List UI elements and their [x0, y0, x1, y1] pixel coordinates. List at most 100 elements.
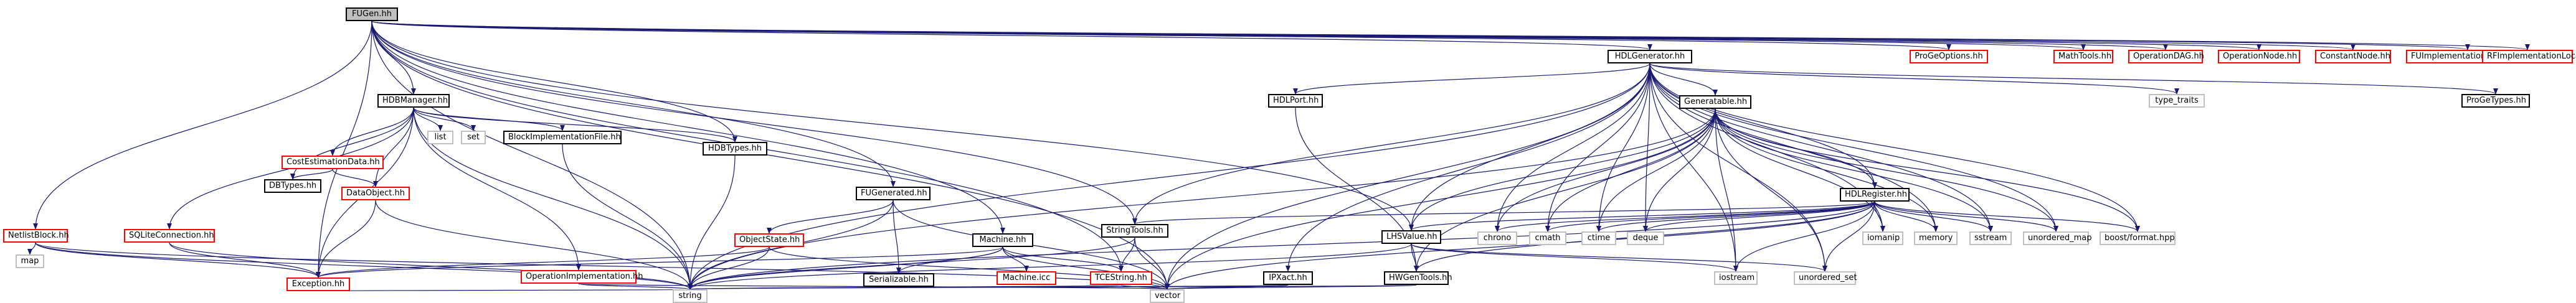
edge-generatable-to-chrono: [1495, 108, 1716, 232]
edge-stringtools-to-string: [688, 237, 1135, 290]
edge-netlistblock-to-map: [27, 242, 36, 255]
edge-hdlregister-to-chrono: [1495, 201, 1875, 232]
node-unorderedmap[interactable]: unordered_map: [2023, 231, 2092, 245]
edge-hdlgenerator-to-memory: [1649, 63, 1938, 232]
edge-machine-to-tcestring: [1002, 246, 1124, 272]
node-hdbmanager[interactable]: HDBManager.hh: [377, 94, 450, 108]
edge-hdlregister-to-memory: [1874, 201, 1938, 232]
edge-hdbmanager-to-dataobject: [373, 107, 414, 187]
edge-hdlgenerator-to-vector: [1165, 63, 1650, 290]
node-hwgentools[interactable]: HWGenTools.hh: [1384, 271, 1452, 285]
edge-generatable-to-sstream: [1715, 108, 1993, 232]
node-tcestring[interactable]: TCEString.hh: [1090, 271, 1152, 285]
node-fugen[interactable]: FUGen.hh: [346, 7, 398, 21]
edge-generatable-to-cmath: [1545, 108, 1716, 232]
edge-netlistblock-to-exception: [35, 242, 321, 278]
edge-fugenerated-to-objectstate: [767, 200, 894, 234]
node-machine[interactable]: Machine.hh: [972, 233, 1033, 247]
edge-hdlregister-to-string: [688, 201, 1875, 290]
node-serializable[interactable]: Serializable.hh: [863, 273, 934, 287]
edge-costestimationdata-to-dbtypes: [290, 169, 333, 180]
edge-fugen-to-exception: [316, 21, 372, 278]
node-generatable[interactable]: Generatable.hh: [1679, 95, 1751, 109]
node-progeoptions[interactable]: ProGeOptions.hh: [1910, 50, 1988, 63]
node-unorderedset[interactable]: unordered_set: [1794, 271, 1857, 285]
edge-fugen-to-string: [371, 21, 693, 290]
edge-hdlregister-to-lhsvalue: [1409, 201, 1875, 231]
edge-hdlregister-to-stringtools: [1132, 201, 1875, 225]
edge-fugen-to-fugenerated: [371, 21, 896, 187]
node-operationnode[interactable]: OperationNode.hh: [2218, 50, 2300, 63]
node-sqliteconnection[interactable]: SQLiteConnection.hh: [124, 229, 215, 243]
edge-lhsvalue-to-iostream: [1411, 243, 1738, 272]
node-stringtools[interactable]: StringTools.hh: [1101, 224, 1168, 238]
node-map[interactable]: map: [16, 254, 44, 268]
node-set[interactable]: set: [461, 131, 486, 144]
edge-generatable-to-unorderedmap: [1715, 108, 2058, 232]
edge-generatable-to-ctime: [1596, 108, 1716, 232]
edge-dataobject-to-string: [375, 200, 693, 290]
edge-hdlgenerator-to-hdlregister: [1649, 63, 1877, 189]
node-dataobject[interactable]: DataObject.hh: [341, 187, 410, 200]
edge-hdlregister-to-iomanip: [1874, 201, 1885, 232]
node-chrono[interactable]: chrono: [1477, 231, 1517, 245]
node-blockimplfile[interactable]: BlockImplementationFile.hh: [503, 131, 622, 144]
node-ipxact[interactable]: IPXact.hh: [1263, 271, 1313, 285]
node-operationdag[interactable]: OperationDAG.hh: [2128, 50, 2204, 63]
edge-fugen-to-hdbmanager: [371, 21, 416, 95]
node-objectstate[interactable]: ObjectState.hh: [734, 233, 804, 247]
node-memory[interactable]: memory: [1914, 231, 1958, 245]
edge-fugen-to-netlistblock: [33, 21, 372, 230]
node-hdlregister[interactable]: HDLRegister.hh: [1840, 188, 1910, 202]
node-ctime[interactable]: ctime: [1581, 231, 1616, 245]
edge-fugen-to-stringtools: [371, 21, 1137, 225]
edge-fugen-to-progeoptions: [371, 21, 1951, 50]
edge-ipxact-to-vector: [1165, 283, 1289, 290]
node-lhsvalue[interactable]: LHSValue.hh: [1381, 230, 1441, 244]
node-boostformat[interactable]: boost/format.hpp: [2100, 231, 2176, 245]
node-machineicc[interactable]: Machine.icc: [997, 271, 1056, 285]
edge-fugen-to-vector: [371, 21, 1170, 290]
node-iomanip[interactable]: iomanip: [1862, 231, 1903, 245]
node-mathtools[interactable]: MathTools.hh: [2053, 50, 2113, 63]
node-hdlgenerator[interactable]: HDLGenerator.hh: [1608, 50, 1692, 63]
edge-generatable-to-iomanip: [1715, 108, 1885, 232]
node-costestimationdata[interactable]: CostEstimationData.hh: [282, 156, 384, 169]
edge-costestimationdata-to-dataobject: [332, 169, 378, 187]
node-dbtypes[interactable]: DBTypes.hh: [264, 179, 321, 193]
edge-generatable-to-iostream: [1715, 108, 1738, 272]
edge-generatable-to-unorderedset: [1715, 108, 1827, 272]
edge-hdbmanager-to-hdbtypes: [413, 107, 737, 142]
edge-hdlgenerator-to-string: [688, 63, 1650, 290]
edge-generatable-to-string: [688, 108, 1716, 290]
node-iostream[interactable]: iostream: [1714, 271, 1758, 285]
edge-lhsvalue-to-hwgentools: [1411, 243, 1419, 272]
node-cmath[interactable]: cmath: [1529, 231, 1566, 245]
edge-hdlregister-to-vector: [1165, 201, 1875, 290]
node-exception[interactable]: Exception.hh: [286, 277, 350, 291]
node-sstream[interactable]: sstream: [1969, 231, 2012, 245]
edge-machine-to-vector: [1002, 246, 1170, 290]
edge-fugen-to-hdbtypes: [371, 21, 737, 142]
node-hdlport[interactable]: HDLPort.hh: [1268, 94, 1323, 108]
node-typetraits[interactable]: type_traits: [2149, 94, 2205, 108]
edge-hdbmanager-to-blockimplfile: [413, 107, 565, 131]
node-progetypes[interactable]: ProGeTypes.hh: [2461, 94, 2530, 108]
edge-hdbmanager-to-list: [413, 107, 443, 131]
edge-hdbmanager-to-operationimpl: [413, 107, 581, 271]
node-rfimpllocation[interactable]: RFImplementationLocation.hh: [2482, 50, 2576, 63]
node-list[interactable]: list: [427, 131, 453, 144]
node-string[interactable]: string: [673, 289, 708, 303]
edge-hdlgenerator-to-unorderedset: [1649, 63, 1827, 272]
node-hdbtypes[interactable]: HDBTypes.hh: [703, 142, 767, 156]
edge-stringtools-to-tcestring: [1119, 237, 1135, 272]
edge-fugenerated-to-serializable: [893, 200, 901, 274]
node-deque[interactable]: deque: [1627, 231, 1664, 245]
node-constantnode[interactable]: ConstantNode.hh: [2315, 50, 2391, 63]
node-netlistblock[interactable]: NetlistBlock.hh: [3, 229, 69, 243]
edge-hdlgenerator-to-iostream: [1649, 63, 1738, 272]
edge-machine-to-exception: [316, 246, 1003, 278]
node-fugenerated[interactable]: FUGenerated.hh: [856, 187, 930, 200]
node-operationimpl[interactable]: OperationImplementation.hh: [521, 270, 643, 284]
node-vector[interactable]: vector: [1150, 289, 1185, 303]
